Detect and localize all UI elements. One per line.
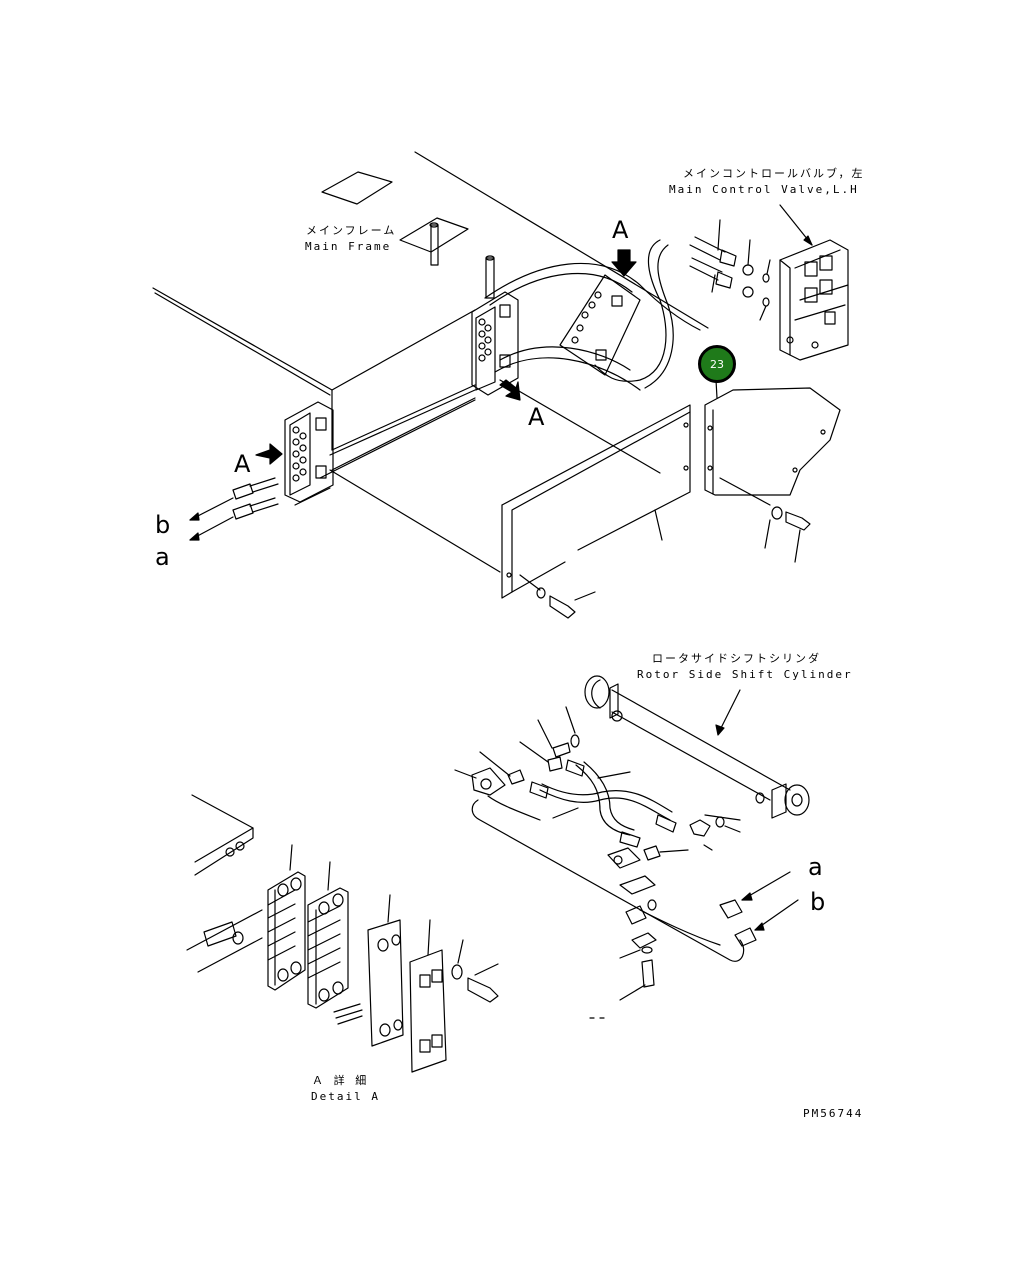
- main-control-valve-label-jp: メインコントロールバルブ，左: [683, 167, 865, 180]
- main-control-valve: [689, 204, 849, 361]
- detail-a-clamp-plates: [267, 844, 499, 1073]
- view-arrow-icon: [255, 249, 637, 465]
- line-marker-a-lower: a: [808, 853, 823, 881]
- side-cover-plate: [704, 379, 841, 563]
- main-control-valve-label-en: Main Control Valve,L.H: [669, 183, 859, 196]
- detail-a-frame: [186, 794, 263, 973]
- line-marker-a-upper: a: [155, 543, 170, 571]
- drawing-number: PM56744: [803, 1107, 864, 1120]
- rotor-side-shift-label-en: Rotor Side Shift Cylinder: [637, 668, 853, 681]
- left-fittings: [189, 477, 279, 541]
- front-cover-plate: [501, 404, 691, 619]
- main-frame-label-en: Main Frame: [305, 240, 392, 253]
- rotor-side-shift-cylinder: [454, 675, 810, 1019]
- line-marker-b-upper: b: [155, 511, 171, 539]
- line-marker-b-lower: b: [810, 888, 826, 916]
- rotor-side-shift-label-jp: ロータサイドシフトシリンダ: [652, 652, 821, 665]
- view-marker-a-middle: A: [528, 403, 545, 431]
- detail-a-label-jp: Ａ 詳 細: [312, 1074, 369, 1087]
- main-frame-body: [152, 151, 709, 573]
- main-frame-plates: [321, 171, 495, 299]
- view-marker-a-left: A: [234, 450, 251, 478]
- view-marker-a-top: A: [612, 216, 629, 244]
- callout-number: 23: [710, 357, 724, 371]
- detail-a-label-en: Detail A: [311, 1090, 380, 1103]
- main-frame-label-jp: メインフレーム: [306, 224, 397, 237]
- callout-23-badge[interactable]: 23: [698, 345, 736, 383]
